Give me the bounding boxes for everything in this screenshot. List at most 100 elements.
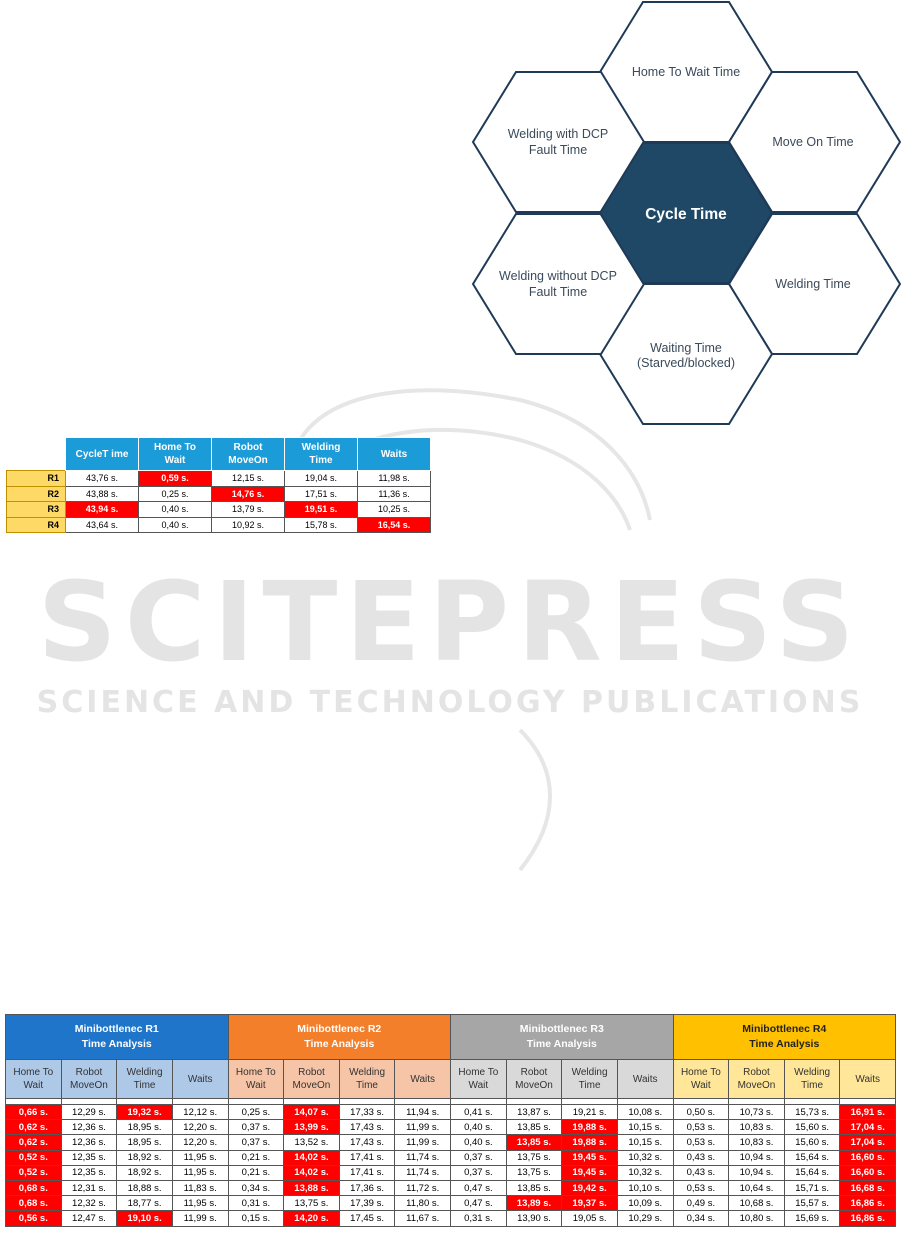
analysis-cell: 10,29 s. [616, 1210, 674, 1227]
hex-bottom-label-1: Waiting Time [650, 341, 722, 355]
analysis-cell: 0,49 s. [672, 1195, 730, 1212]
analysis-cell: 11,80 s. [394, 1195, 452, 1212]
analysis-cell: 0,40 s. [450, 1119, 507, 1136]
summary-cell: 15,78 s. [284, 516, 358, 533]
analysis-cell: 10,73 s. [728, 1103, 785, 1121]
hex-center-label: Cycle Time [645, 206, 727, 223]
analysis-cell: 19,32 s. [116, 1103, 173, 1121]
analysis-cell: 19,42 s. [561, 1179, 618, 1197]
analysis-cell: 15,69 s. [783, 1210, 841, 1227]
analysis-subheader: Waits [171, 1059, 229, 1099]
hex-lower-left-label-1: Welding without DCP [499, 269, 617, 283]
summary-corner [7, 438, 66, 471]
analysis-row: 0,52 s.12,35 s.18,92 s.11,95 s.0,21 s.14… [5, 1149, 897, 1166]
analysis-cell: 17,45 s. [338, 1210, 396, 1227]
analysis-cell: 16,68 s. [839, 1179, 897, 1197]
summary-cell: 43,94 s. [65, 501, 139, 518]
summary-row-label: R3 [6, 501, 66, 518]
hex-center [598, 142, 774, 284]
analysis-cell: 10,10 s. [616, 1179, 674, 1197]
summary-cell: 12,15 s. [211, 470, 285, 487]
analysis-cell: 14,07 s. [283, 1103, 340, 1121]
analysis-cell: 14,20 s. [283, 1210, 340, 1227]
summary-cell: 14,76 s. [211, 485, 285, 502]
analysis-cell: 10,80 s. [728, 1210, 785, 1227]
analysis-cell: 0,47 s. [450, 1195, 507, 1212]
hex-upper-right-label: Move On Time [772, 135, 853, 149]
summary-row-label: R2 [6, 485, 66, 502]
analysis-cell: 11,99 s. [171, 1210, 229, 1227]
summary-row-label: R1 [6, 470, 66, 487]
analysis-row: 0,62 s.12,36 s.18,95 s.12,20 s.0,37 s.13… [5, 1134, 897, 1151]
analysis-cell: 11,95 s. [171, 1164, 229, 1181]
analysis-cell: 13,88 s. [283, 1179, 340, 1197]
analysis-cell: 0,37 s. [450, 1164, 507, 1181]
analysis-cell: 10,94 s. [728, 1164, 785, 1181]
analysis-cell: 0,53 s. [672, 1119, 730, 1136]
summary-cell: 43,88 s. [65, 485, 139, 502]
analysis-cell: 10,68 s. [728, 1195, 785, 1212]
hex-top-label: Home To Wait Time [632, 65, 740, 79]
analysis-cell: 14,02 s. [283, 1149, 340, 1166]
analysis-cell: 17,04 s. [839, 1119, 897, 1136]
analysis-cell: 10,08 s. [616, 1103, 674, 1121]
analysis-cell: 11,83 s. [171, 1179, 229, 1197]
analysis-cell: 13,85 s. [505, 1119, 563, 1136]
analysis-cell: 12,32 s. [60, 1195, 118, 1212]
analysis-cell: 11,99 s. [394, 1119, 452, 1136]
summary-cell: 17,51 s. [284, 485, 358, 502]
analysis-cell: 0,68 s. [5, 1179, 62, 1197]
analysis-cell: 12,36 s. [60, 1134, 118, 1151]
analysis-cell: 0,37 s. [227, 1134, 285, 1151]
analysis-cell: 16,86 s. [839, 1210, 897, 1227]
cycle-time-hex-diagram: Cycle Time Home To Wait Time Move On Tim… [471, 1, 901, 425]
analysis-subheader: Waits [394, 1059, 452, 1099]
analysis-cell: 19,10 s. [116, 1210, 173, 1227]
analysis-cell: 11,99 s. [394, 1134, 452, 1151]
summary-cell: 0,40 s. [138, 516, 212, 533]
analysis-cell: 12,35 s. [60, 1164, 118, 1181]
summary-cell: 10,25 s. [357, 501, 431, 518]
analysis-cell: 0,50 s. [672, 1103, 730, 1121]
analysis-cell: 0,66 s. [5, 1103, 62, 1121]
analysis-cell: 0,47 s. [450, 1179, 507, 1197]
analysis-cell: 10,94 s. [728, 1149, 785, 1166]
analysis-cell: 15,64 s. [783, 1149, 841, 1166]
analysis-cell: 14,02 s. [283, 1164, 340, 1181]
analysis-cell: 18,95 s. [116, 1119, 173, 1136]
analysis-cell: 11,74 s. [394, 1164, 452, 1181]
summary-cell: 10,92 s. [211, 516, 285, 533]
analysis-cell: 18,92 s. [116, 1149, 173, 1166]
analysis-cell: 15,73 s. [783, 1103, 841, 1121]
analysis-cell: 0,40 s. [450, 1134, 507, 1151]
analysis-cell: 0,34 s. [227, 1179, 285, 1197]
analysis-cell: 0,31 s. [227, 1195, 285, 1212]
analysis-cell: 15,57 s. [783, 1195, 841, 1212]
analysis-cell: 19,45 s. [561, 1164, 618, 1181]
analysis-cell: 17,43 s. [338, 1119, 396, 1136]
analysis-subheader: Waits [839, 1059, 897, 1099]
analysis-cell: 12,31 s. [60, 1179, 118, 1197]
summary-cell: 0,59 s. [138, 470, 212, 487]
analysis-cell: 0,52 s. [5, 1164, 62, 1181]
watermark-sub: SCIENCE AND TECHNOLOGY PUBLICATIONS [37, 685, 864, 720]
hex-upper-left-label-1: Welding with DCP [508, 127, 609, 141]
analysis-cell: 0,53 s. [672, 1179, 730, 1197]
analysis-cell: 16,60 s. [839, 1149, 897, 1166]
analysis-cell: 19,45 s. [561, 1149, 618, 1166]
summary-cell: 43,76 s. [65, 470, 139, 487]
analysis-cell: 11,95 s. [171, 1195, 229, 1212]
